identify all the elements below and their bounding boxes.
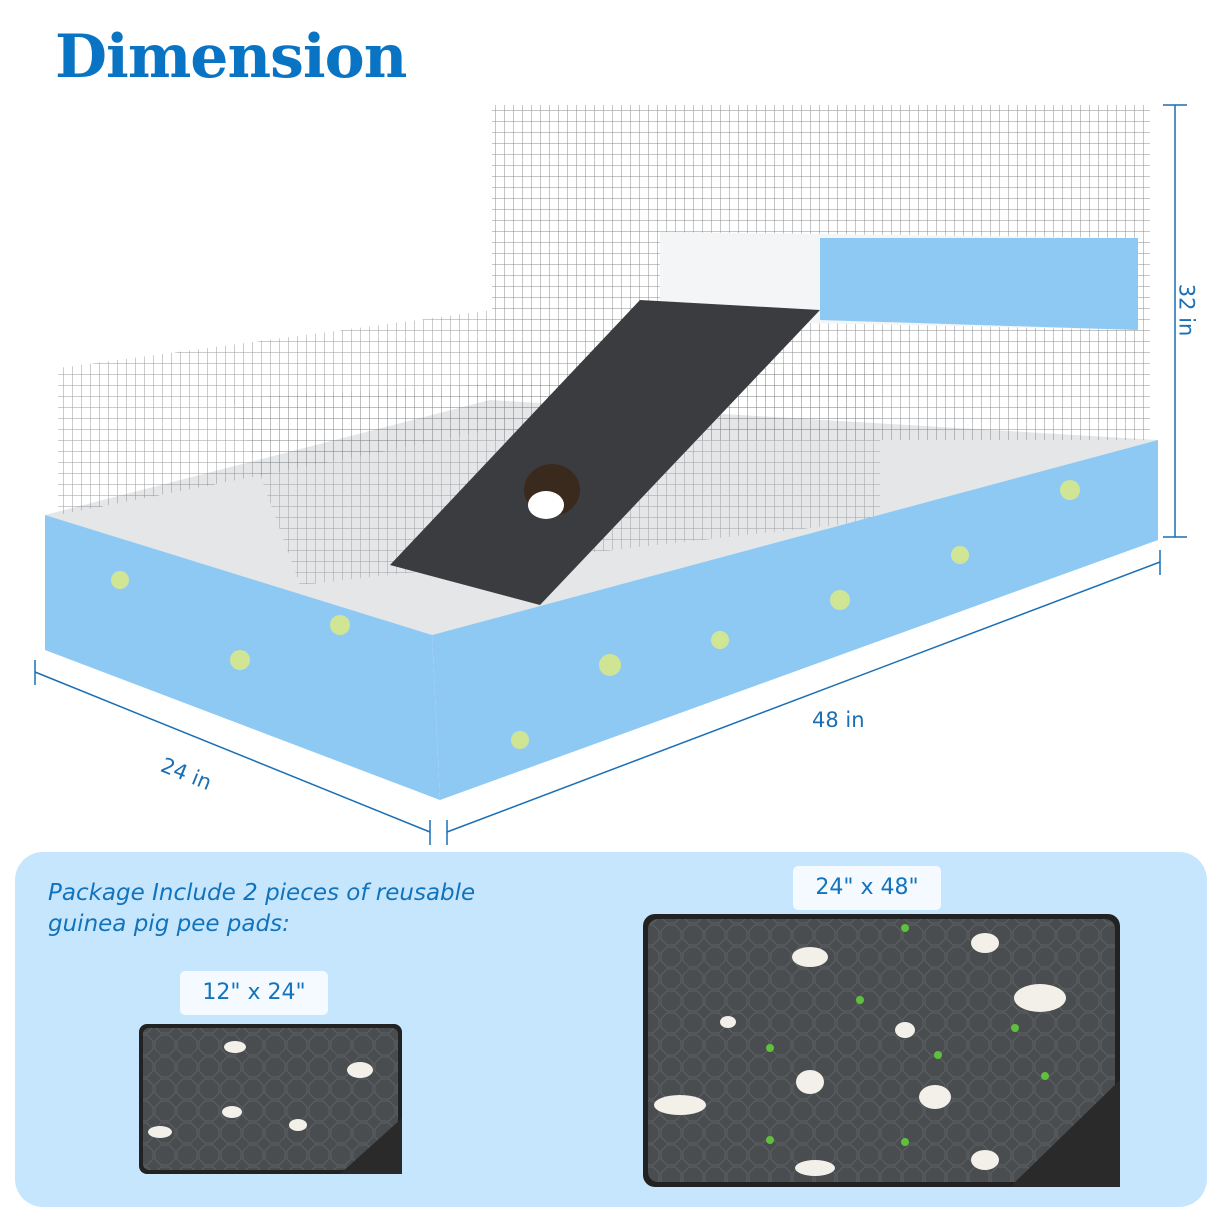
ramp	[390, 300, 820, 605]
large-pad-size: 24" x 48"	[793, 866, 941, 910]
rabbit-prints	[654, 933, 1066, 1176]
small-pad	[139, 1024, 402, 1174]
small-pad-size: 12" x 24"	[180, 971, 328, 1015]
page-title: Dimension	[55, 22, 407, 92]
package-line-2: guinea pig pee pads:	[48, 911, 290, 937]
folded-corner	[340, 1118, 402, 1174]
guinea-pig-white-patch	[528, 491, 564, 519]
paw-prints	[111, 480, 1080, 749]
package-line-1: Package Include 2 pieces of reusable	[48, 880, 476, 906]
folded-corner	[1010, 1080, 1120, 1187]
rabbit-prints	[148, 1041, 373, 1138]
cage-illustration	[34, 104, 1187, 845]
liner-side	[432, 440, 1158, 800]
loft-liner	[820, 238, 1138, 330]
width-label: 48 in	[812, 708, 865, 732]
large-pad	[643, 914, 1120, 1187]
dimension-lines	[34, 104, 1187, 845]
package-text: Package Include 2 pieces of reusable gui…	[48, 878, 475, 940]
grass-prints	[766, 924, 1049, 1146]
